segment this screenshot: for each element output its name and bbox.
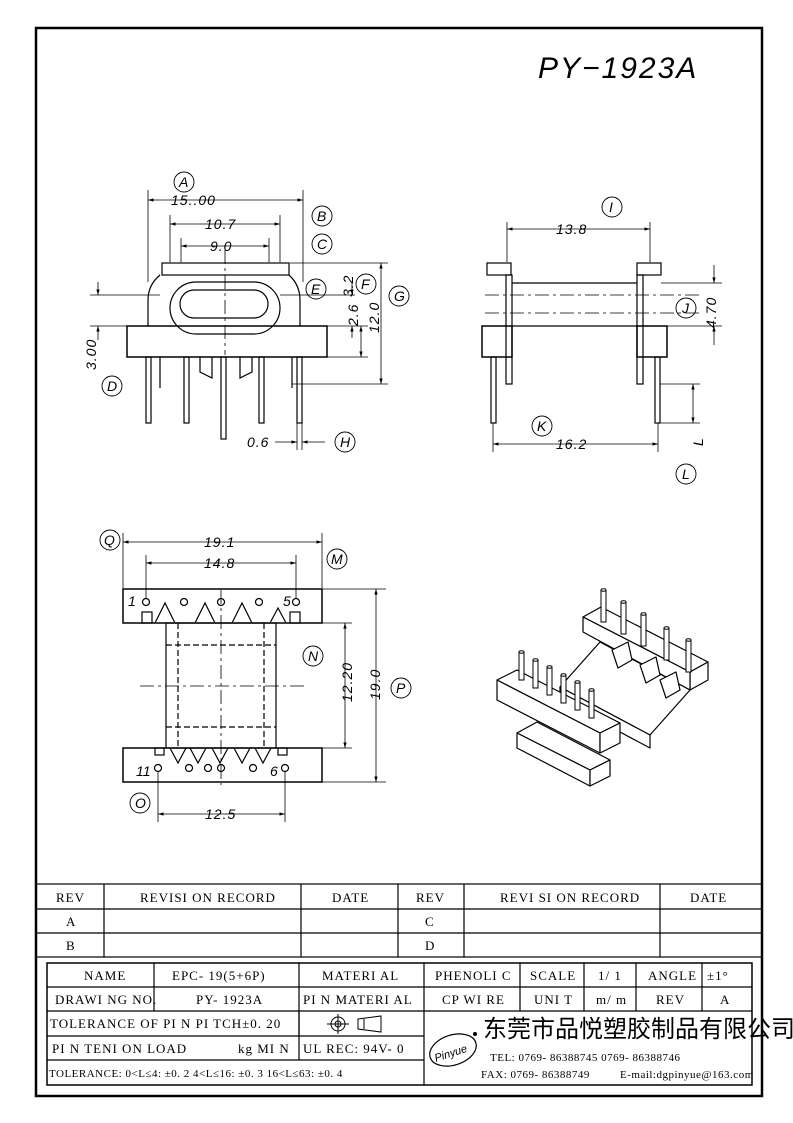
tolerance-symbols xyxy=(327,1014,382,1034)
svg-text:G: G xyxy=(394,288,405,304)
svg-text:K: K xyxy=(537,418,547,434)
side-view xyxy=(481,262,668,424)
svg-text:D: D xyxy=(107,378,117,394)
svg-text:9.0: 9.0 xyxy=(210,238,232,254)
svg-text:L: L xyxy=(682,466,690,482)
svg-text:3.2: 3.2 xyxy=(340,275,356,297)
company-info: 东莞市品悦塑胶制品有限公司 TEL: 0769- 86388745 0769- … xyxy=(481,1015,793,1081)
top-view xyxy=(122,588,323,783)
side-view-callouts: I J K L xyxy=(531,196,697,485)
svg-text:Q: Q xyxy=(104,532,115,548)
svg-text:O: O xyxy=(135,795,146,811)
svg-text:P: P xyxy=(396,680,406,696)
svg-text:TEL: 0769- 86388745 0769- 8: TEL: 0769- 86388745 0769- 86388746 xyxy=(490,1052,681,1064)
svg-text:REV: REV xyxy=(416,890,445,905)
svg-text:±1°: ±1° xyxy=(707,968,729,983)
svg-text:5: 5 xyxy=(283,593,291,609)
svg-text:D: D xyxy=(425,938,435,953)
front-view-labels: 15..00 10.7 9.0 3.2 2.6 12.0 3.00 0.6 xyxy=(83,192,382,450)
isometric-view xyxy=(496,606,709,787)
svg-text:12.5: 12.5 xyxy=(205,806,236,822)
top-view-labels: 19.1 14.8 12.20 19.0 12.5 1 5 11 6 xyxy=(128,534,383,822)
svg-text:SCALE: SCALE xyxy=(530,968,576,983)
title-block-text: NAME EPC- 19(5+6P) MATERI AL PHENOLI C S… xyxy=(49,968,730,1080)
svg-text:B: B xyxy=(317,208,326,224)
svg-text:DRAWI NG NO.: DRAWI NG NO. xyxy=(55,992,157,1007)
svg-text:4.70: 4.70 xyxy=(703,297,719,328)
front-view xyxy=(126,262,328,440)
svg-text:13.8: 13.8 xyxy=(556,221,587,237)
svg-text:H: H xyxy=(340,434,351,450)
svg-text:I: I xyxy=(609,199,613,215)
svg-text:11: 11 xyxy=(136,763,151,779)
svg-text:MATERI AL: MATERI AL xyxy=(322,968,399,983)
svg-text:REVISI ON RECORD: REVISI ON RECORD xyxy=(140,890,276,905)
side-view-dim-lines xyxy=(485,222,722,452)
svg-text:12.20: 12.20 xyxy=(339,662,355,702)
svg-text:DATE: DATE xyxy=(690,890,727,905)
svg-text:0.6: 0.6 xyxy=(247,434,269,450)
isometric-pins xyxy=(518,588,692,719)
svg-text:F: F xyxy=(361,276,371,292)
svg-text:REV: REV xyxy=(656,992,685,1007)
drawing-title: PY−1923A xyxy=(538,52,698,85)
svg-text:PHENOLI C: PHENOLI C xyxy=(435,968,512,983)
svg-text:12.0: 12.0 xyxy=(366,302,382,333)
svg-text:J: J xyxy=(681,300,690,316)
svg-text:东莞市品悦塑胶制品有限公司: 东莞市品悦塑胶制品有限公司 xyxy=(483,1015,793,1043)
svg-text:PI N TENI ON LOAD: PI N TENI ON LOAD xyxy=(52,1041,187,1056)
svg-text:TOLERANCE OF PI N PI TCH±0.: TOLERANCE OF PI N PI TCH±0. 20 xyxy=(50,1016,281,1031)
svg-text:REV: REV xyxy=(56,890,85,905)
svg-text:3.00: 3.00 xyxy=(83,339,99,370)
svg-text:TOLERANCE: 0<L≤4: ±0. 2 4<L≤: TOLERANCE: 0<L≤4: ±0. 2 4<L≤16: ±0. 3 16… xyxy=(49,1068,343,1080)
svg-text:16.2: 16.2 xyxy=(556,436,587,452)
svg-text:19.0: 19.0 xyxy=(367,669,383,700)
svg-text:E: E xyxy=(311,281,321,297)
svg-text:19.1: 19.1 xyxy=(204,534,235,550)
svg-text:10.7: 10.7 xyxy=(205,216,236,232)
svg-text:1: 1 xyxy=(128,593,136,609)
title-block xyxy=(46,962,753,1086)
svg-text:6: 6 xyxy=(270,763,278,779)
svg-text:m/ m: m/ m xyxy=(596,992,627,1007)
svg-text:N: N xyxy=(308,648,319,664)
front-view-callouts: A B C E F G D H xyxy=(101,171,410,453)
company-logo: Pinyue xyxy=(429,1032,477,1067)
svg-text:PY- 1923A: PY- 1923A xyxy=(196,992,263,1007)
sheet-border xyxy=(34,26,764,1098)
svg-text:ANGLE: ANGLE xyxy=(648,968,697,983)
svg-text:UNI T: UNI T xyxy=(534,992,573,1007)
svg-text:NAME: NAME xyxy=(84,968,126,983)
svg-text:B: B xyxy=(66,938,76,953)
revision-table xyxy=(35,883,763,958)
svg-text:FAX: 0769- 86388749: FAX: 0769- 86388749 xyxy=(481,1069,590,1081)
top-view-callouts: Q M N P O xyxy=(99,529,412,814)
side-view-labels: 13.8 4.70 16.2 L xyxy=(556,221,719,452)
svg-text:2.6: 2.6 xyxy=(345,304,361,327)
svg-text:14.8: 14.8 xyxy=(204,555,235,571)
svg-text:A: A xyxy=(720,992,730,1007)
svg-text:CP WI RE: CP WI RE xyxy=(442,992,505,1007)
svg-text:M: M xyxy=(331,551,343,567)
svg-text:C: C xyxy=(425,914,435,929)
svg-text:REVI SI ON RECORD: REVI SI ON RECORD xyxy=(500,890,640,905)
revision-table-text: REV REVISI ON RECORD DATE REV REVI SI ON… xyxy=(56,890,727,953)
svg-text:PI N MATERI AL: PI N MATERI AL xyxy=(303,992,413,1007)
front-view-dim-lines xyxy=(90,190,388,450)
svg-text:A: A xyxy=(178,174,188,190)
svg-text:kg MI N: kg MI N xyxy=(238,1041,290,1056)
top-view-dim-lines xyxy=(122,533,386,822)
svg-text:15..00: 15..00 xyxy=(171,192,216,208)
svg-text:UL REC: 94V- 0: UL REC: 94V- 0 xyxy=(303,1041,405,1056)
svg-text:EPC- 19(5+6P): EPC- 19(5+6P) xyxy=(172,968,266,983)
svg-text:L: L xyxy=(690,437,706,446)
svg-text:1/ 1: 1/ 1 xyxy=(598,968,622,983)
svg-text:A: A xyxy=(66,914,76,929)
svg-text:E-mail:dgpinyue@163.com: E-mail:dgpinyue@163.com xyxy=(620,1069,754,1081)
svg-text:DATE: DATE xyxy=(332,890,369,905)
svg-text:C: C xyxy=(317,236,328,252)
